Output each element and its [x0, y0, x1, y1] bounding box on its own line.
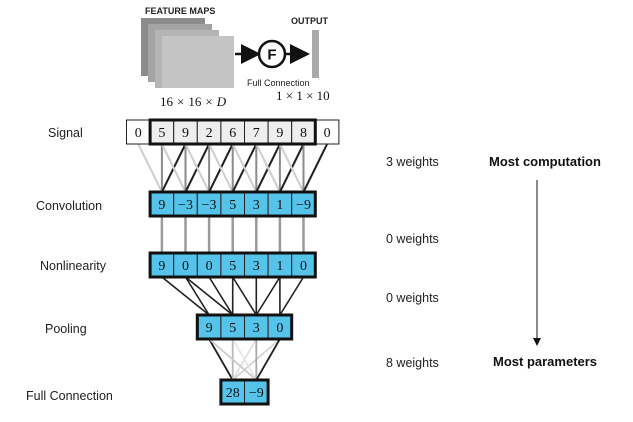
most-parameters-label: Most parameters [493, 354, 597, 369]
outline-convolution [148, 190, 317, 218]
cell-value-full_connection: 28 [226, 386, 240, 401]
most-computation-label: Most computation [489, 154, 601, 169]
cell-value-signal: 2 [206, 126, 213, 141]
cell-value-nonlinearity: 5 [229, 259, 236, 274]
feature-maps-title: FEATURE MAPS [145, 6, 215, 16]
cell-value-signal: 5 [158, 126, 165, 141]
output-dims: 1 × 1 × 10 [276, 88, 330, 103]
outline-nonlinearity [148, 251, 317, 279]
layer-boxes: 0 5 9 2 6 7 9 8 0 9 −3 −3 5 3 1 −9 9 0 0 5 3 1 0 9 5 3 0 28 −9 [126, 118, 340, 406]
cell-value-nonlinearity: 9 [158, 259, 165, 274]
pool-edge [208, 276, 234, 316]
connection-edges [137, 143, 328, 381]
cell-value-pooling: 9 [206, 321, 213, 336]
row-label-full-connection: Full Connection [26, 389, 113, 403]
cell-value-convolution: 9 [158, 198, 165, 213]
cell-value-convolution: −9 [296, 198, 311, 213]
output-title: OUTPUT [291, 16, 329, 26]
conv-edge [279, 143, 305, 193]
cell-value-signal: 9 [276, 126, 283, 141]
outline-signal [148, 118, 317, 146]
conv-edge [161, 143, 187, 193]
cell-value-convolution: −3 [202, 198, 217, 213]
conv-edge [208, 143, 234, 193]
fc-edge [231, 338, 258, 381]
weights-conv: 3 weights [386, 155, 439, 169]
pool-edge [255, 276, 281, 316]
cell-value-nonlinearity: 0 [182, 259, 189, 274]
pool-edge [279, 276, 305, 316]
conv-edge [302, 143, 328, 193]
cell-value-signal: 0 [324, 126, 331, 141]
cell-value-pooling: 3 [253, 321, 260, 336]
output-bar [312, 30, 319, 78]
row-label-convolution: Convolution [36, 199, 102, 213]
conv-edge [137, 143, 163, 193]
row-label-signal: Signal [48, 126, 83, 140]
pool-edge [232, 276, 257, 316]
pool-edge [184, 276, 234, 316]
full-connection-caption: Full Connection [247, 78, 310, 88]
fc-edge [208, 338, 257, 381]
row-label-pooling: Pooling [45, 322, 87, 336]
feature-maps-dims: 16×16×D [160, 94, 227, 109]
cell-value-signal: 8 [300, 126, 307, 141]
cell-value-convolution: 5 [229, 198, 236, 213]
f-symbol: F [267, 47, 276, 64]
fc-edge [255, 338, 281, 381]
pool-edge [184, 276, 210, 316]
outline-full_connection [219, 378, 270, 406]
cell-value-pooling: 0 [276, 321, 283, 336]
cell-value-signal: 9 [182, 126, 189, 141]
cell-value-pooling: 5 [229, 321, 236, 336]
row-label-nonlinearity: Nonlinearity [40, 259, 107, 273]
pool-edge [161, 276, 210, 316]
cell-value-nonlinearity: 0 [300, 259, 307, 274]
weights-pooling: 0 weights [386, 291, 439, 305]
conv-edge [184, 143, 210, 193]
cell-value-signal: 0 [135, 126, 142, 141]
feature-map-layer [162, 36, 234, 88]
cell-value-signal: 7 [253, 126, 260, 141]
cell-value-convolution: 3 [253, 198, 260, 213]
cell-value-signal: 6 [229, 126, 236, 141]
cell-value-nonlinearity: 0 [206, 259, 213, 274]
cell-value-convolution: −3 [178, 198, 193, 213]
feature-maps-stack [141, 18, 234, 88]
fc-edge [208, 338, 234, 381]
conv-edge [231, 143, 258, 193]
cell-value-nonlinearity: 3 [253, 259, 260, 274]
cell-value-convolution: 1 [276, 198, 283, 213]
outline-pooling [195, 313, 294, 341]
weights-full-connection: 8 weights [386, 356, 439, 370]
cell-value-full_connection: −9 [249, 386, 264, 401]
weights-nonlinearity: 0 weights [386, 232, 439, 246]
conv-edge [255, 143, 281, 193]
cell-value-nonlinearity: 1 [276, 259, 283, 274]
